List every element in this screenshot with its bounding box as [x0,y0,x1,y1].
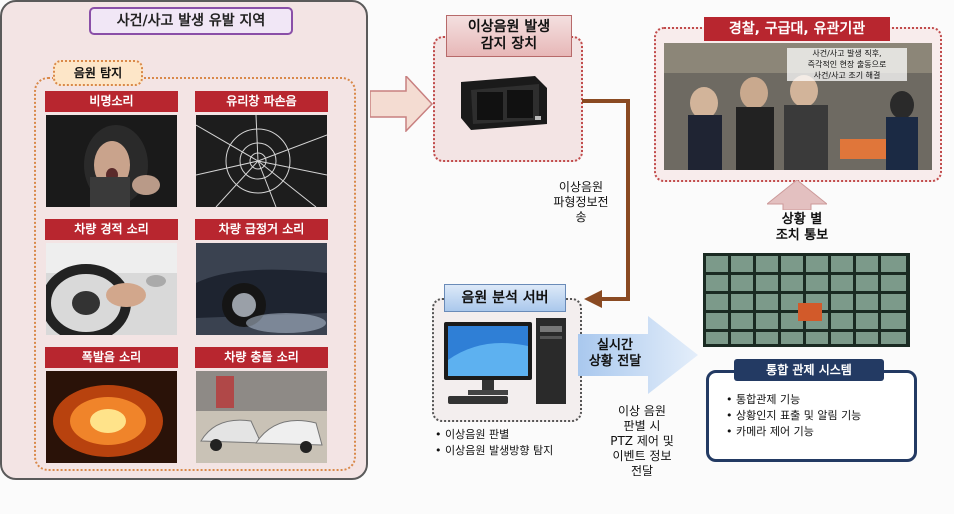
sound-label-glass-break: 유리창 파손음 [195,91,328,112]
server-title: 음원 분석 서버 [444,284,566,312]
broken-glass-photo [196,115,327,207]
collision-photo [196,371,327,463]
video-wall-image [703,253,910,347]
server-function-item: 이상음원 판별 [435,427,553,443]
control-function-item: 통합관제 기능 [726,392,861,408]
sound-detection-panel [34,77,356,471]
incident-area-title: 사건/사고 발생 유발 지역 [89,7,293,35]
detector-to-server-line [582,99,630,308]
sound-detector-device-icon [461,76,547,130]
arrow-to-control-system [578,316,698,394]
agency-caption: 사건/사고 발생 직후, 즉각적인 현장 출동으로 사건/사고 조기 해결 [787,48,907,81]
realtime-delivery-label: 실시간 상황 전달 [588,338,642,369]
waveform-transmit-label: 이상음원 파형정보전 송 [553,180,609,224]
server-functions-list: 이상음원 판별 이상음원 발생방향 탐지 [435,427,553,459]
explosion-photo [46,371,177,463]
hard-brake-photo [196,243,327,335]
arrow-to-detector [370,76,434,132]
scream-photo [46,115,177,207]
control-function-item: 카메라 제어 기능 [726,424,861,440]
server-computer-icon [444,318,566,404]
sound-label-collision: 차량 충돌 소리 [195,347,328,368]
sound-label-explosion: 폭발음 소리 [45,347,178,368]
detector-title: 이상음원 발생 감지 장치 [446,15,572,57]
situation-notify-label: 상황 별 조치 통보 [775,212,829,243]
sound-label-hard-brake: 차량 급정거 소리 [195,219,328,240]
control-functions-list: 통합관제 기능 상황인지 표출 및 알림 기능 카메라 제어 기능 [726,392,861,440]
arrow-to-agency [767,180,827,210]
sound-label-scream: 비명소리 [45,91,178,112]
sound-detection-title: 음원 탐지 [53,60,143,86]
server-function-item: 이상음원 발생방향 탐지 [435,443,553,459]
agency-title: 경찰, 구급대, 유관기관 [704,17,890,41]
control-system-title: 통합 관제 시스템 [734,359,884,381]
detector-title-text: 이상음원 발생 감지 장치 [467,19,551,52]
horn-photo [46,243,177,335]
sound-label-horn: 차량 경적 소리 [45,219,178,240]
control-function-item: 상황인지 표출 및 알림 기능 [726,408,861,424]
ptz-control-label: 이상 음원 판별 시 PTZ 제어 및 이벤트 정보 전달 [610,404,674,478]
